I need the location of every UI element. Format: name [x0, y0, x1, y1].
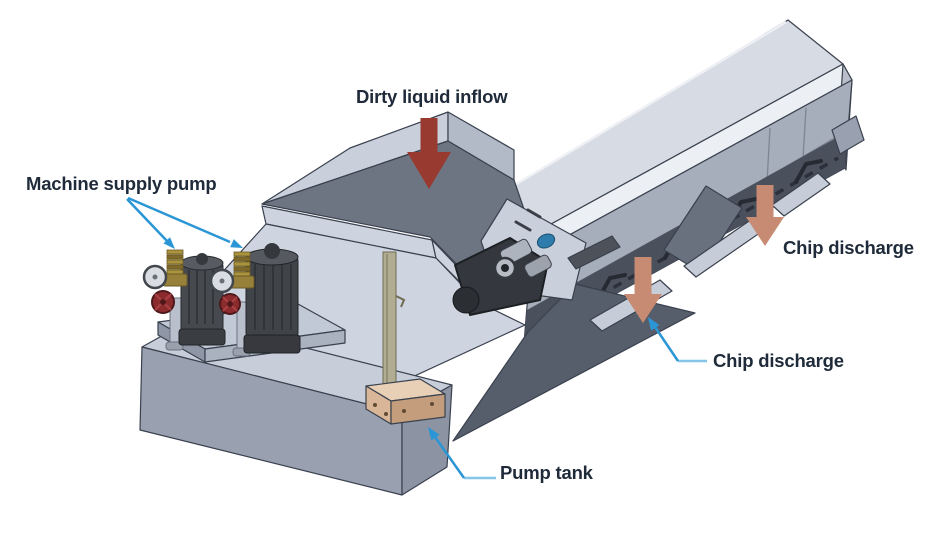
float-base-side: [390, 393, 446, 425]
inflow-down-arrow: [407, 118, 451, 189]
pressure-gauge-rear-pin: [152, 274, 158, 280]
drive-joint-disc-hub: [501, 264, 509, 272]
label-dirty-liquid-inflow: Dirty liquid inflow: [356, 86, 508, 107]
drive-head: [452, 198, 621, 316]
leader-arrowhead-icon: [163, 237, 175, 249]
leader-arrowhead-icon: [648, 317, 660, 331]
float-switch: [365, 251, 446, 425]
pump-tank-leader: [428, 427, 496, 480]
chip-discharge-leader: [648, 317, 707, 363]
conveyor-end-bracket: [831, 115, 865, 155]
valve-handwheel-front-hub: [227, 301, 233, 307]
chip-discharge-down-arrow-lower: [624, 257, 662, 323]
drive-coupling-blue: [536, 233, 556, 249]
pump-motor-rear-ribs: [188, 270, 214, 324]
drive-knuckle-block-b: [524, 254, 552, 278]
conveyor-cover-highlight: [469, 20, 787, 214]
label-pump-tank: Pump tank: [500, 462, 593, 483]
machine-supply-pumps: [142, 243, 301, 357]
float-switch-hook: [395, 295, 406, 308]
label-machine-supply-pump: Machine supply pump: [26, 173, 217, 194]
supply-pump-leader-right: [127, 196, 243, 248]
pump-motor-rear-hub: [196, 253, 208, 265]
drive-gearmotor-endcap: [452, 286, 480, 314]
discharge-flange-high: [771, 172, 831, 217]
chip-discharge-down-arrow-upper: [746, 185, 784, 246]
leader-arrowhead-icon: [428, 427, 440, 441]
brass-hose-fitting-rear: [166, 249, 184, 275]
leader-arrowhead-icon: [230, 239, 243, 248]
valve-handwheel-rear-hub: [160, 299, 166, 305]
pump-motor-front-hub: [264, 243, 280, 259]
pipe-elbow-rear: [165, 341, 184, 351]
pump-volute-front: [243, 334, 301, 354]
drive-bracket-arm: [567, 235, 621, 270]
pump-volute-rear: [178, 328, 226, 346]
float-base-bolts: [373, 402, 434, 416]
label-chip-discharge-lower: Chip discharge: [713, 350, 844, 371]
pressure-gauge-front-pin: [219, 278, 225, 284]
brass-hose-fitting-front: [233, 251, 251, 277]
supply-pump-leader-left: [126, 198, 175, 249]
pump-motor-front-ribs: [254, 264, 292, 330]
drive-head-frame-slots: [514, 208, 542, 232]
label-chip-discharge-upper: Chip discharge: [783, 237, 914, 258]
